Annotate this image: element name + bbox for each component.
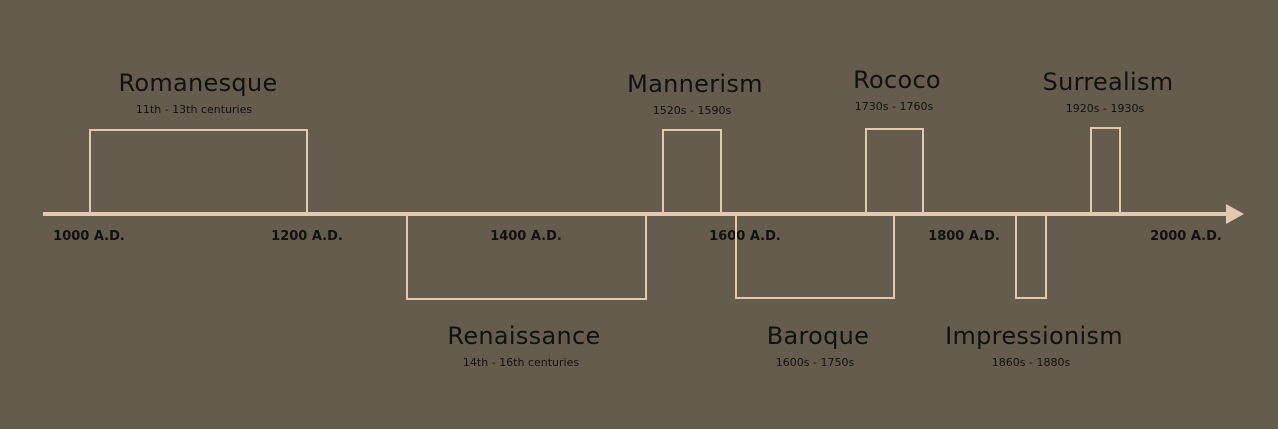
period-range-impressionism: 1860s - 1880s xyxy=(991,356,1071,369)
period-range-surrealism: 1920s - 1930s xyxy=(1065,102,1145,115)
period-range-mannerism: 1520s - 1590s xyxy=(652,104,732,117)
period-title-impressionism: Impressionism xyxy=(945,322,1123,350)
timeline-axis xyxy=(43,212,1229,216)
period-title-mannerism: Mannerism xyxy=(627,70,763,98)
period-bar-rococo xyxy=(865,128,924,213)
tick-1400: 1400 A.D. xyxy=(490,229,562,244)
tick-1800: 1800 A.D. xyxy=(928,229,1000,244)
tick-1000: 1000 A.D. xyxy=(53,229,125,244)
period-range-romanesque: 11th - 13th centuries xyxy=(135,103,253,116)
period-bar-renaissance xyxy=(406,216,647,300)
arrow-right-icon xyxy=(1226,204,1244,224)
period-bar-impressionism xyxy=(1015,216,1047,299)
tick-1200: 1200 A.D. xyxy=(271,229,343,244)
tick-2000: 2000 A.D. xyxy=(1150,229,1222,244)
period-bar-baroque xyxy=(735,216,895,299)
period-bar-romanesque xyxy=(89,129,308,213)
period-bar-mannerism xyxy=(662,129,722,213)
period-range-rococo: 1730s - 1760s xyxy=(854,100,934,113)
period-title-renaissance: Renaissance xyxy=(447,322,601,350)
period-title-romanesque: Romanesque xyxy=(118,69,278,97)
period-range-renaissance: 14th - 16th centuries xyxy=(462,356,580,369)
period-title-baroque: Baroque xyxy=(766,322,870,350)
tick-1600: 1600 A.D. xyxy=(709,229,781,244)
period-range-baroque: 1600s - 1750s xyxy=(775,356,855,369)
period-bar-surrealism xyxy=(1090,127,1121,213)
period-title-surrealism: Surrealism xyxy=(1042,68,1174,96)
period-title-rococo: Rococo xyxy=(853,66,941,94)
